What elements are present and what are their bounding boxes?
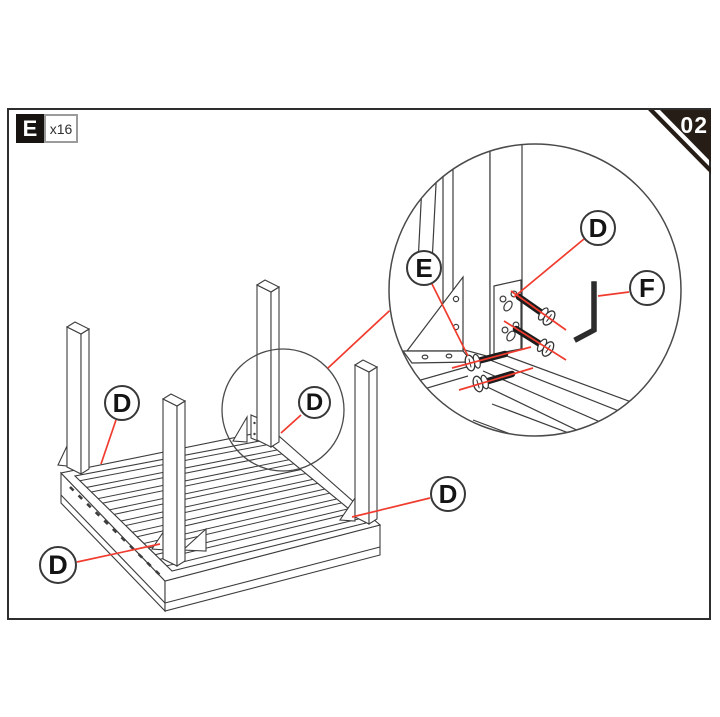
callout-letter: D (305, 388, 324, 416)
callout-letter: E (415, 252, 433, 283)
callout-letter: F (639, 272, 655, 303)
callout-d-front-right: D (430, 476, 466, 512)
callout-letter: D (588, 212, 608, 243)
part-quantity: x16 (49, 120, 73, 137)
callout-letter: D (112, 387, 132, 418)
part-quantity-badge: x16 (44, 114, 78, 143)
callout-f-detail: F (629, 270, 665, 306)
part-e-badge: E (16, 114, 44, 143)
callout-letter: D (48, 549, 68, 580)
callout-letter: D (438, 478, 458, 509)
part-letter: E (22, 115, 38, 141)
figure-border (7, 108, 711, 620)
callout-d-detail: D (580, 210, 616, 246)
step-number: 02 (680, 112, 708, 138)
callout-d-back-left: D (104, 385, 140, 421)
callout-d-back-right: D (298, 386, 331, 419)
callout-d-front-left: D (39, 546, 77, 584)
step-number-badge: 02 (664, 112, 710, 139)
callout-e-detail: E (406, 250, 442, 286)
